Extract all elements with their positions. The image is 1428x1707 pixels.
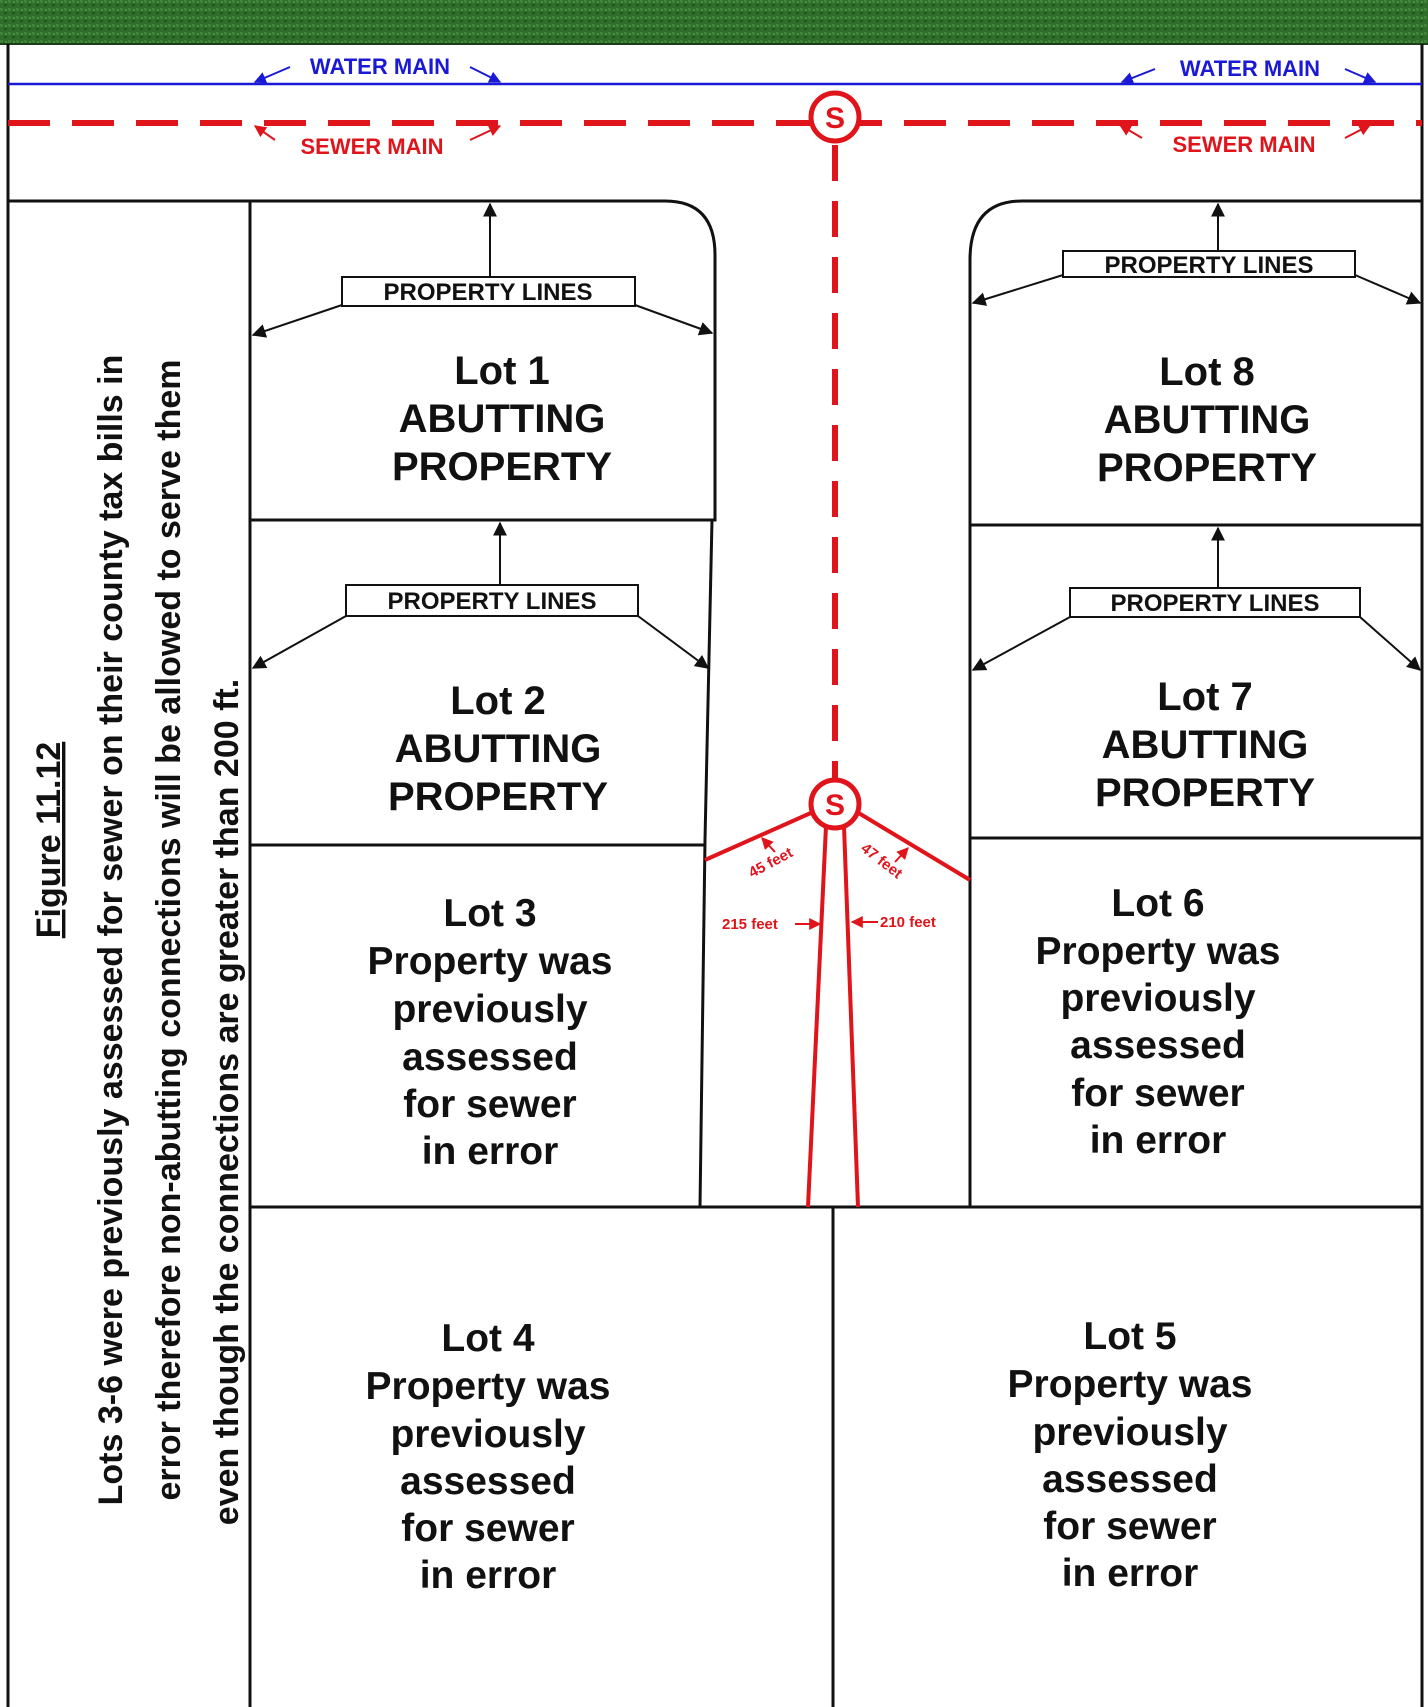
lot-8-label: Lot 8 ABUTTING PROPERTY: [1097, 350, 1317, 490]
svg-text:Lot 4: Lot 4: [441, 1317, 534, 1360]
water-main-label-right: WATER MAIN: [1120, 56, 1377, 84]
svg-text:assessed: assessed: [1042, 1458, 1218, 1501]
manhole-top: S: [808, 90, 862, 144]
svg-text:previously: previously: [1032, 1411, 1227, 1454]
svg-text:PROPERTY LINES: PROPERTY LINES: [1111, 590, 1320, 617]
svg-text:Property was: Property was: [366, 1365, 611, 1408]
svg-text:PROPERTY: PROPERTY: [1097, 446, 1317, 490]
property-lines-callout-lot8: PROPERTY LINES: [971, 202, 1422, 306]
svg-text:Property was: Property was: [1008, 1363, 1253, 1406]
svg-text:for sewer: for sewer: [1071, 1072, 1244, 1115]
water-main-label-left: WATER MAIN: [253, 54, 502, 84]
svg-text:Property was: Property was: [1036, 930, 1281, 973]
svg-text:PROPERTY: PROPERTY: [388, 775, 608, 819]
distance-210-feet: 210 feet: [850, 914, 936, 931]
lot-7-label: Lot 7 ABUTTING PROPERTY: [1095, 675, 1315, 815]
caption-line-2: error therefore non-abutting connections…: [150, 359, 188, 1500]
svg-text:in error: in error: [1062, 1552, 1199, 1595]
water-main-text: WATER MAIN: [310, 54, 450, 79]
lot-1-label: Lot 1 ABUTTING PROPERTY: [392, 349, 612, 489]
caption-line-1: Lots 3-6 were previously assessed for se…: [92, 355, 130, 1506]
svg-text:for sewer: for sewer: [401, 1507, 574, 1550]
svg-text:Lot 2: Lot 2: [450, 679, 546, 723]
grass-strip: [0, 0, 1428, 44]
svg-text:ABUTTING: ABUTTING: [1102, 723, 1309, 767]
svg-text:for sewer: for sewer: [1043, 1505, 1216, 1548]
svg-text:PROPERTY LINES: PROPERTY LINES: [388, 588, 597, 615]
property-lines-callout-lot1: PROPERTY LINES: [251, 202, 714, 338]
figure-number: Figure 11.12: [30, 742, 68, 939]
manhole-lower: S: [808, 777, 862, 831]
svg-text:Lot 5: Lot 5: [1083, 1315, 1176, 1358]
distance-215-feet: 215 feet: [722, 916, 822, 933]
svg-text:for sewer: for sewer: [403, 1083, 576, 1126]
lot-2-label: Lot 2 ABUTTING PROPERTY: [388, 679, 608, 819]
figure-caption: Figure 11.12 Lots 3-6 were previously as…: [30, 355, 246, 1526]
svg-text:PROPERTY LINES: PROPERTY LINES: [384, 279, 593, 306]
svg-text:PROPERTY LINES: PROPERTY LINES: [1105, 252, 1314, 279]
lot-5-label: Lot 5 Property was previously assessed f…: [1008, 1315, 1253, 1595]
svg-text:PROPERTY: PROPERTY: [1095, 771, 1315, 815]
svg-text:47 feet: 47 feet: [858, 840, 906, 883]
svg-text:S: S: [825, 789, 845, 822]
svg-text:ABUTTING: ABUTTING: [399, 397, 606, 441]
svg-text:Lot 8: Lot 8: [1159, 350, 1255, 394]
svg-text:in error: in error: [420, 1554, 557, 1597]
svg-text:Lot 1: Lot 1: [454, 349, 550, 393]
svg-text:in error: in error: [1090, 1119, 1227, 1162]
svg-text:assessed: assessed: [402, 1036, 578, 1079]
svg-text:ABUTTING: ABUTTING: [1104, 398, 1311, 442]
sewer-main-text: SEWER MAIN: [301, 134, 444, 159]
svg-text:previously: previously: [1060, 977, 1255, 1020]
svg-text:Property was: Property was: [368, 940, 613, 983]
sewer-main-label-left: SEWER MAIN: [254, 125, 502, 159]
svg-text:Lot 7: Lot 7: [1157, 675, 1253, 719]
svg-text:Lot 3: Lot 3: [443, 892, 536, 935]
service-connections: [704, 810, 972, 1208]
property-lines-callout-lot7: PROPERTY LINES: [971, 526, 1422, 671]
distance-47-feet: 47 feet: [858, 840, 909, 883]
svg-text:45 feet: 45 feet: [746, 844, 796, 881]
water-main-text: WATER MAIN: [1180, 56, 1320, 81]
distance-45-feet: 45 feet: [746, 837, 796, 882]
svg-text:210 feet: 210 feet: [880, 914, 936, 931]
lot-4-label: Lot 4 Property was previously assessed f…: [366, 1317, 611, 1597]
svg-text:S: S: [825, 102, 845, 135]
svg-text:in error: in error: [422, 1130, 559, 1173]
lot-6-label: Lot 6 Property was previously assessed f…: [1036, 882, 1281, 1162]
lot-3-label: Lot 3 Property was previously assessed f…: [368, 892, 613, 1173]
svg-text:assessed: assessed: [1070, 1024, 1246, 1067]
svg-text:previously: previously: [390, 1413, 585, 1456]
svg-text:Lot 6: Lot 6: [1111, 882, 1204, 925]
svg-text:assessed: assessed: [400, 1460, 576, 1503]
property-lines-callout-lot2: PROPERTY LINES: [251, 521, 710, 669]
sewer-main-label-right: SEWER MAIN: [1118, 124, 1372, 157]
sewer-main-text: SEWER MAIN: [1173, 132, 1316, 157]
svg-text:215 feet: 215 feet: [722, 916, 778, 933]
svg-text:previously: previously: [392, 988, 587, 1031]
caption-line-3: even though the connections are greater …: [208, 679, 246, 1525]
svg-text:ABUTTING: ABUTTING: [395, 727, 602, 771]
svg-text:PROPERTY: PROPERTY: [392, 445, 612, 489]
